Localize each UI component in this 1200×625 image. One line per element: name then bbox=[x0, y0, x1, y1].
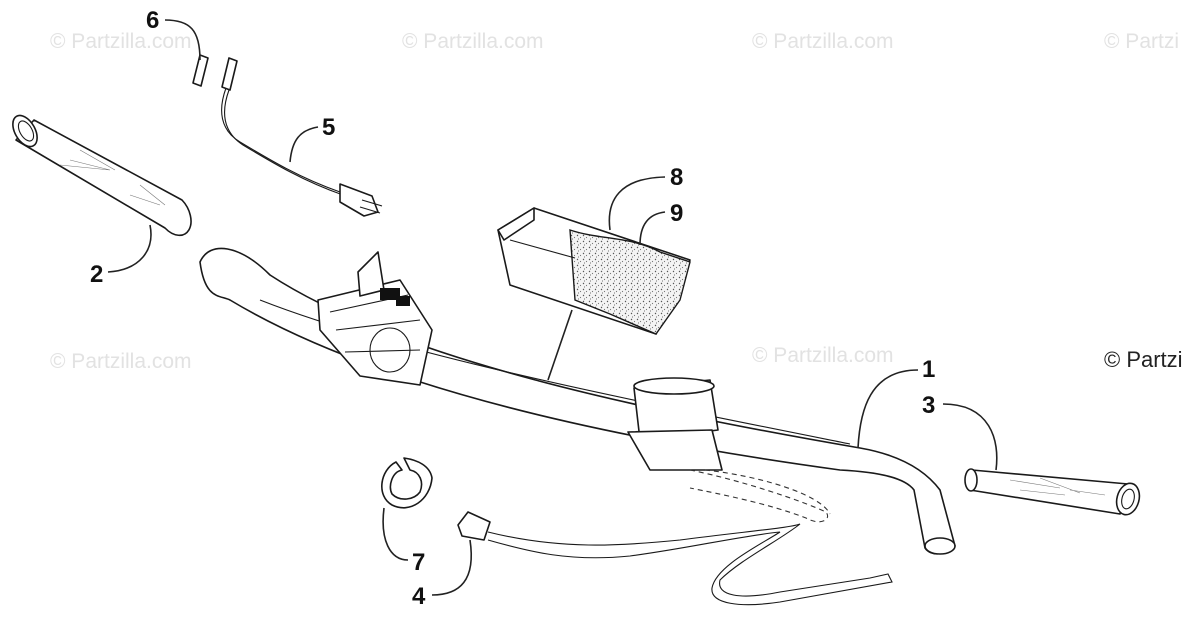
leader-5 bbox=[289, 126, 319, 163]
callouts: 6 5 2 8 9 1 3 7 4 bbox=[90, 7, 935, 610]
watermark-top-edge: © Partzi bbox=[1104, 30, 1179, 53]
leader-6 bbox=[164, 19, 201, 61]
watermark-top-left: © Partzilla.com bbox=[50, 30, 192, 53]
switch-pads bbox=[192, 54, 238, 91]
leader-lines bbox=[107, 19, 998, 596]
heater-wire bbox=[457, 511, 893, 606]
clamp-ring bbox=[381, 457, 433, 509]
watermark-mid-right: © Partzilla.com bbox=[752, 344, 894, 367]
watermark-right-edge: © Partzi bbox=[1104, 347, 1183, 372]
master-cylinder bbox=[627, 377, 831, 523]
switch-wire bbox=[221, 87, 383, 217]
watermarks: © Partzilla.com © Partzilla.com © Partzi… bbox=[50, 30, 1183, 373]
watermark-top-center: © Partzilla.com bbox=[402, 30, 544, 53]
callout-8: 8 bbox=[670, 164, 683, 191]
callout-1: 1 bbox=[922, 356, 935, 383]
left-grip bbox=[12, 114, 192, 237]
right-grip bbox=[964, 468, 1141, 516]
leader-9 bbox=[639, 211, 666, 246]
callout-3: 3 bbox=[922, 392, 935, 419]
watermark-top-right: © Partzilla.com bbox=[752, 30, 894, 53]
leader-8-9-pad bbox=[547, 309, 573, 381]
callout-4: 4 bbox=[412, 583, 426, 610]
leader-2 bbox=[107, 224, 152, 273]
leader-3 bbox=[942, 403, 998, 471]
leader-8 bbox=[608, 176, 666, 231]
callout-5: 5 bbox=[322, 114, 335, 141]
callout-9: 9 bbox=[670, 200, 683, 227]
switch-housing bbox=[317, 251, 433, 386]
leader-4 bbox=[431, 539, 472, 596]
callout-6: 6 bbox=[146, 7, 159, 34]
callout-7: 7 bbox=[412, 549, 425, 576]
leader-1 bbox=[857, 369, 919, 449]
leader-7 bbox=[382, 507, 409, 561]
watermark-mid-left: © Partzilla.com bbox=[50, 350, 192, 373]
handlebar-pad bbox=[497, 207, 691, 335]
callout-2: 2 bbox=[90, 261, 103, 288]
